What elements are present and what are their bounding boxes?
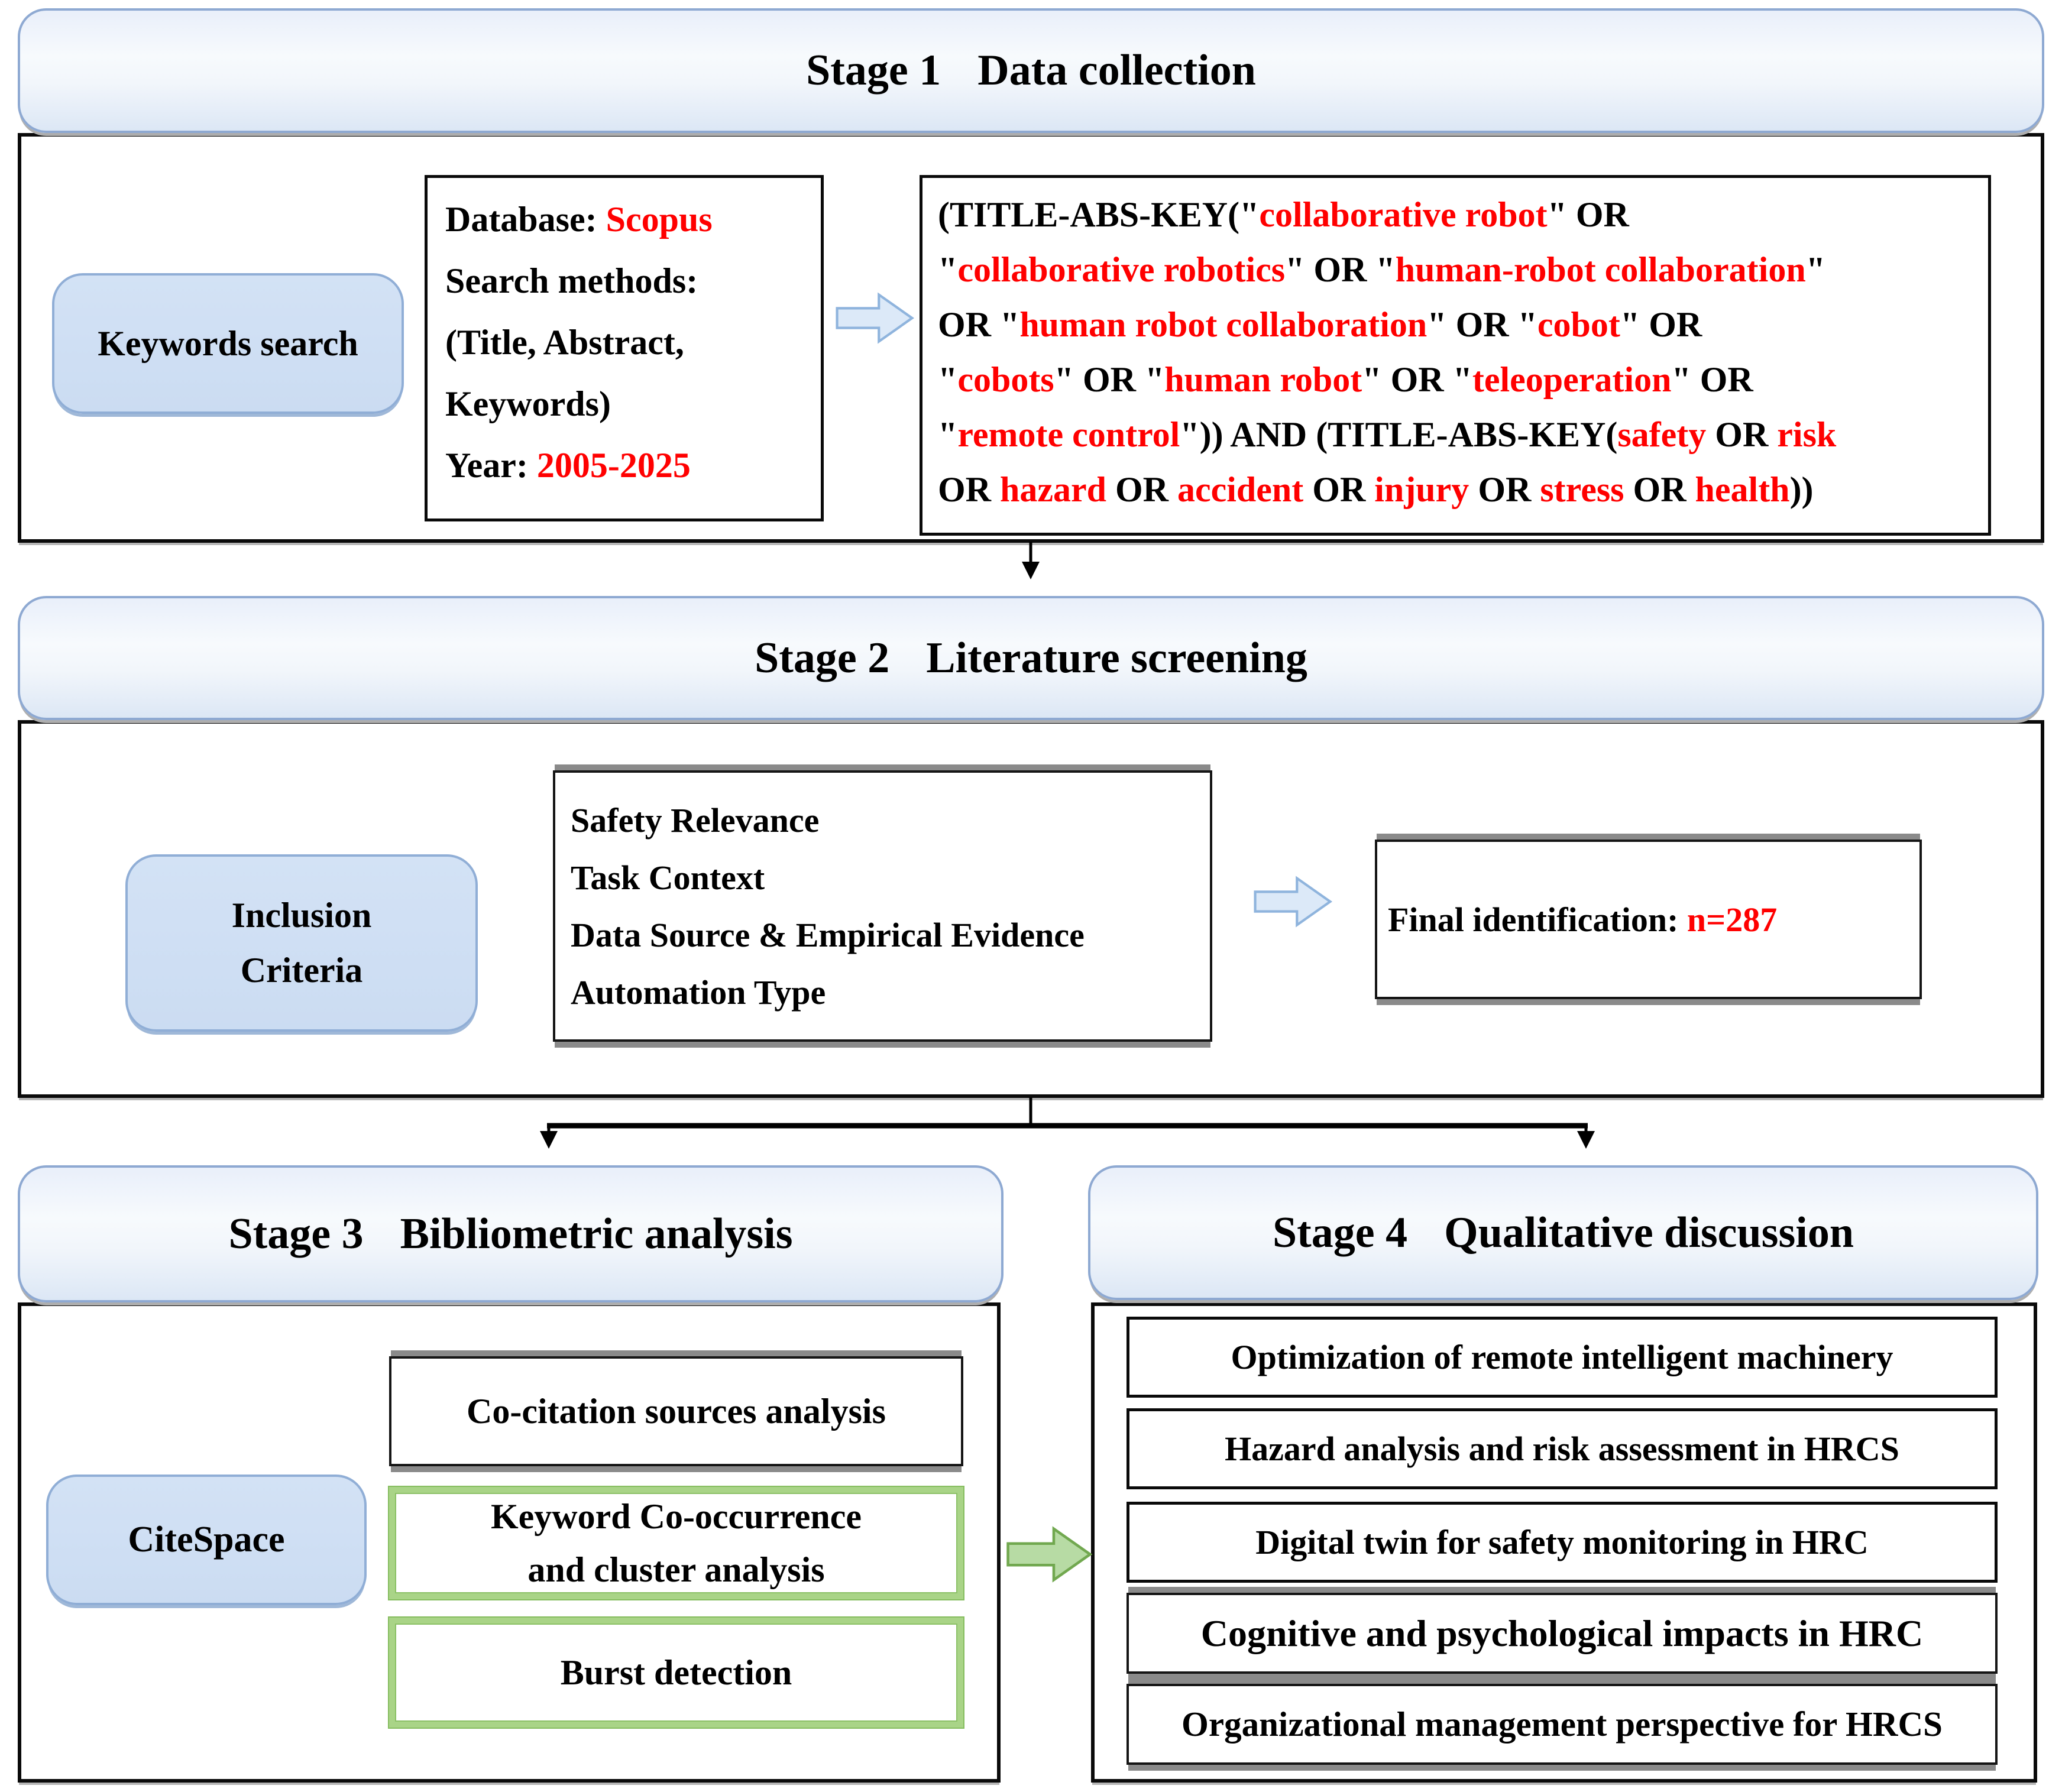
stage4-item-organizational: Organizational management perspective fo… — [1127, 1684, 1998, 1765]
citespace-label: CiteSpace — [128, 1519, 285, 1560]
burst-detection-box: Burst detection — [388, 1616, 964, 1729]
inclusion-criteria-line2: Criteria — [240, 951, 363, 990]
stage2-header: Stage 2 Literature screening — [18, 596, 2044, 720]
text-line: Database: Scopus — [445, 200, 713, 239]
flow-arrow-green — [1006, 1526, 1093, 1583]
cocitation-analysis-label: Co-citation sources analysis — [467, 1391, 886, 1431]
inclusion-criteria-line1: Inclusion — [231, 896, 372, 935]
criteria-item: Data Source & Empirical Evidence — [571, 915, 1085, 954]
inclusion-criteria-box: Inclusion Criteria — [125, 854, 478, 1032]
final-identification-box: Final identification: n=287 — [1375, 840, 1922, 999]
stage1-title: Data collection — [977, 46, 1256, 95]
keywords-search-box: Keywords search — [52, 273, 404, 414]
keyword-cooccurrence-line1: Keyword Co-occurrence — [490, 1497, 862, 1536]
criteria-item: Safety Relevance — [571, 801, 820, 840]
text-line: Final identification: n=287 — [1388, 900, 1778, 939]
text-line: "remote control")) AND (TITLE-ABS-KEY(sa… — [938, 415, 1837, 454]
flow-arrow-blue-1 — [836, 292, 915, 344]
criteria-list-box: Safety Relevance Task Context Data Sourc… — [553, 770, 1212, 1042]
stage1-header: Stage 1 Data collection — [18, 8, 2044, 133]
stage4-item-hazard: Hazard analysis and risk assessment in H… — [1127, 1408, 1998, 1489]
stage4-item-label: Hazard analysis and risk assessment in H… — [1225, 1430, 1899, 1468]
citespace-box: CiteSpace — [46, 1475, 367, 1605]
stage2-title: Literature screening — [926, 633, 1307, 682]
text-line: Year: 2005-2025 — [445, 446, 691, 485]
text-line: (Title, Abstract, — [445, 323, 684, 362]
cocitation-analysis-box: Co-citation sources analysis — [389, 1356, 963, 1466]
stage3-header: Stage 3 Bibliometric analysis — [18, 1165, 1004, 1302]
text-line: OR hazard OR accident OR injury OR stres… — [938, 470, 1814, 509]
stage4-item-label: Optimization of remote intelligent machi… — [1231, 1338, 1893, 1376]
stage4-title: Qualitative discussion — [1444, 1208, 1854, 1257]
search-query-box: (TITLE-ABS-KEY("collaborative robot" OR "… — [920, 175, 1991, 536]
stage2-number: Stage 2 — [755, 633, 890, 682]
stage4-item-label: Cognitive and psychological impacts in H… — [1200, 1612, 1924, 1654]
stage4-item-digital-twin: Digital twin for safety monitoring in HR… — [1127, 1502, 1998, 1583]
text-line: Keywords) — [445, 384, 611, 423]
stage3-title: Bibliometric analysis — [400, 1209, 793, 1258]
flow-arrow-blue-2 — [1254, 876, 1333, 928]
keyword-cooccurrence-line2: and cluster analysis — [527, 1550, 825, 1589]
keyword-cooccurrence-box: Keyword Co-occurrence and cluster analys… — [388, 1486, 964, 1600]
stage4-item-optimization: Optimization of remote intelligent machi… — [1127, 1317, 1998, 1398]
burst-detection-label: Burst detection — [560, 1653, 792, 1692]
stage4-item-label: Digital twin for safety monitoring in HR… — [1255, 1523, 1869, 1561]
stage1-number: Stage 1 — [806, 46, 941, 95]
text-line: "cobots" OR "human robot" OR "teleoperat… — [938, 360, 1753, 399]
text-line: Search methods: — [445, 261, 698, 300]
criteria-item: Automation Type — [571, 973, 826, 1012]
stage4-number: Stage 4 — [1272, 1208, 1408, 1257]
stage4-header: Stage 4 Qualitative discussion — [1088, 1165, 2038, 1300]
stage3-number: Stage 3 — [228, 1209, 364, 1258]
criteria-item: Task Context — [571, 858, 765, 897]
text-line: (TITLE-ABS-KEY("collaborative robot" OR — [938, 195, 1629, 234]
text-line: OR "human robot collaboration" OR "cobot… — [938, 305, 1702, 344]
keywords-search-label: Keywords search — [98, 323, 358, 363]
stage4-item-cognitive: Cognitive and psychological impacts in H… — [1127, 1593, 1998, 1674]
stage4-item-label: Organizational management perspective fo… — [1181, 1704, 1943, 1744]
text-line: "collaborative robotics" OR "human-robot… — [938, 250, 1826, 289]
